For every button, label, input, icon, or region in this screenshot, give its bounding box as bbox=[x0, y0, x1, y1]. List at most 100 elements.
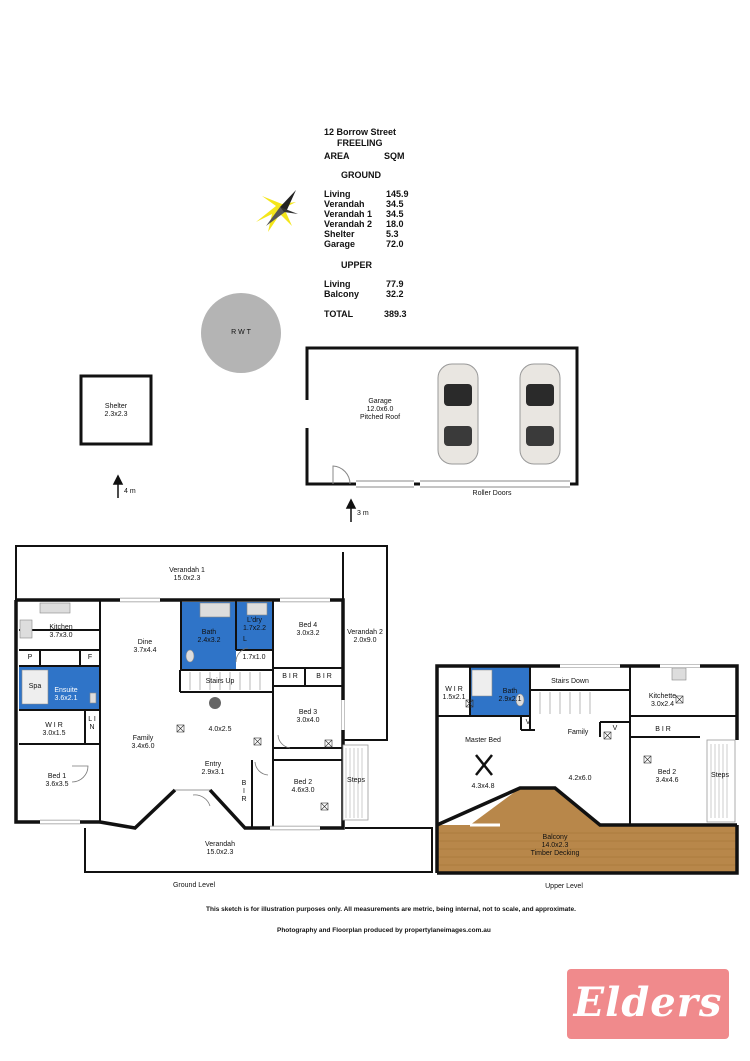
roller-doors-label: Roller Doors bbox=[472, 490, 512, 497]
upper-void-2: V bbox=[612, 725, 618, 732]
linen-label: L I N bbox=[88, 716, 96, 731]
bed4-dim: 3.0x3.2 bbox=[296, 630, 320, 637]
ground-steps-label: Steps bbox=[347, 777, 365, 784]
verandah2-name: Verandah 2 bbox=[347, 629, 383, 636]
bed2-dim: 4.6x3.0 bbox=[291, 787, 315, 794]
upper-family-name: Family bbox=[567, 729, 589, 736]
family-name: Family bbox=[132, 735, 154, 742]
kitchen-name: Kitchen bbox=[49, 624, 73, 631]
ground-area-name: Verandah 1 bbox=[324, 209, 373, 219]
ground-heading: GROUND bbox=[341, 170, 381, 180]
credit-text: Photography and Floorplan produced by pr… bbox=[277, 927, 491, 934]
shelter-outline bbox=[79, 374, 153, 446]
dine-dim: 3.7x4.4 bbox=[133, 647, 157, 654]
fridge-label: F bbox=[87, 654, 93, 661]
upper-void-1: V bbox=[525, 719, 531, 726]
hall-dim: 1.7x1.0 bbox=[242, 654, 266, 661]
entry-dim: 2.9x3.1 bbox=[201, 769, 225, 776]
rwt-label: R W T bbox=[231, 329, 251, 336]
upper-bed2-dim: 3.4x4.6 bbox=[655, 777, 679, 784]
ground-floor-plan bbox=[14, 545, 433, 873]
ground-area-name: Verandah 2 bbox=[324, 219, 373, 229]
upper-bed2-name: Bed 2 bbox=[657, 769, 677, 776]
upper-bir: B I R bbox=[655, 726, 671, 733]
area-col-label: AREA bbox=[324, 151, 350, 161]
garage-note: Pitched Roof bbox=[359, 414, 401, 421]
disclaimer-text: This sketch is for illustration purposes… bbox=[206, 906, 576, 913]
ensuite-dim: 3.6x2.1 bbox=[54, 695, 78, 702]
verandah1-name: Verandah 1 bbox=[169, 567, 205, 574]
verandah1-dim: 15.0x2.3 bbox=[173, 575, 201, 582]
verandah-name: Verandah bbox=[205, 841, 235, 848]
ground-area-value: 18.0 bbox=[386, 219, 404, 229]
ensuite-name: Ensuite bbox=[54, 687, 78, 694]
kitchette-name: Kitchette bbox=[648, 693, 677, 700]
entry-name: Entry bbox=[204, 761, 222, 768]
ground-area-name: Verandah bbox=[324, 199, 365, 209]
brand-logo: Elders bbox=[567, 969, 729, 1039]
upper-wir-dim: 1.5x2.1 bbox=[442, 694, 466, 701]
upper-bath-name: Bath bbox=[502, 688, 518, 695]
wir-dim: 3.0x1.5 bbox=[42, 730, 66, 737]
upper-area-value: 77.9 bbox=[386, 279, 404, 289]
verandah2-dim: 2.0x9.0 bbox=[353, 637, 377, 644]
ground-area-value: 72.0 bbox=[386, 239, 404, 249]
upper-wir-name: W I R bbox=[445, 686, 463, 693]
shelter-distance: 4 m bbox=[124, 488, 136, 495]
total-value: 389.3 bbox=[384, 309, 407, 319]
unit-col-label: SQM bbox=[384, 151, 405, 161]
pantry-label: P bbox=[27, 654, 33, 661]
laundry-name: L'dry bbox=[247, 617, 262, 624]
garage-distance: 3 m bbox=[357, 510, 369, 517]
spa-label: Spa bbox=[28, 683, 42, 690]
bed3-name: Bed 3 bbox=[298, 709, 318, 716]
brand-wordmark: Elders bbox=[573, 979, 723, 1026]
address-line1: 12 Borrow Street bbox=[324, 127, 397, 137]
upper-level-title: Upper Level bbox=[545, 883, 583, 890]
upper-area-name: Balcony bbox=[324, 289, 360, 299]
stairs-up-label: Stairs Up bbox=[205, 678, 235, 685]
bed3-dim: 3.0x4.0 bbox=[296, 717, 320, 724]
ground-area-name: Shelter bbox=[324, 229, 355, 239]
upper-bath-dim: 2.9x2.1 bbox=[498, 696, 522, 703]
upper-family-dim: 4.2x6.0 bbox=[568, 775, 592, 782]
upper-area-name: Living bbox=[324, 279, 351, 289]
void-dim: 4.0x2.5 bbox=[208, 726, 232, 733]
shelter-name: Shelter bbox=[104, 403, 128, 410]
bed4-name: Bed 4 bbox=[298, 622, 318, 629]
laundry-dim: 1.7x2.2 bbox=[243, 625, 266, 632]
kitchette-dim: 3.0x2.4 bbox=[651, 701, 674, 708]
linen-l-label: L bbox=[243, 636, 247, 643]
total-label: TOTAL bbox=[324, 309, 354, 319]
bed2-name: Bed 2 bbox=[293, 779, 313, 786]
bed1-name: Bed 1 bbox=[47, 773, 67, 780]
ceiling-fan-icon bbox=[475, 754, 493, 776]
upper-steps-label: Steps bbox=[711, 772, 729, 779]
shelter-dim: 2.3x2.3 bbox=[104, 411, 128, 418]
ground-level-title: Ground Level bbox=[172, 882, 216, 889]
upper-heading: UPPER bbox=[341, 260, 373, 270]
stairs-down-label: Stairs Down bbox=[551, 678, 589, 685]
ground-area-value: 34.5 bbox=[386, 199, 404, 209]
bir-2: B I R bbox=[316, 673, 332, 680]
ground-area-value: 5.3 bbox=[386, 229, 399, 239]
master-bed-name: Master Bed bbox=[465, 737, 501, 744]
balcony-note: Timber Decking bbox=[530, 850, 580, 857]
rwt-tank bbox=[201, 293, 281, 373]
ground-area-value: 145.9 bbox=[386, 189, 409, 199]
garage-dim: 12.0x6.0 bbox=[366, 406, 394, 413]
bath-dim: 2.4x3.2 bbox=[197, 637, 221, 644]
car-icon bbox=[437, 363, 479, 465]
balcony-name: Balcony bbox=[542, 834, 568, 841]
dine-name: Dine bbox=[137, 639, 153, 646]
verandah-dim: 15.0x2.3 bbox=[206, 849, 234, 856]
ground-area-name: Garage bbox=[324, 239, 356, 249]
ground-area-value: 34.5 bbox=[386, 209, 404, 219]
garage-name: Garage bbox=[368, 398, 392, 405]
bed1-dim: 3.6x3.5 bbox=[45, 781, 69, 788]
bath-name: Bath bbox=[201, 629, 217, 636]
upper-floor-plan bbox=[435, 664, 739, 875]
compass-icon bbox=[256, 190, 298, 232]
master-bed-dim: 4.3x4.8 bbox=[471, 783, 495, 790]
